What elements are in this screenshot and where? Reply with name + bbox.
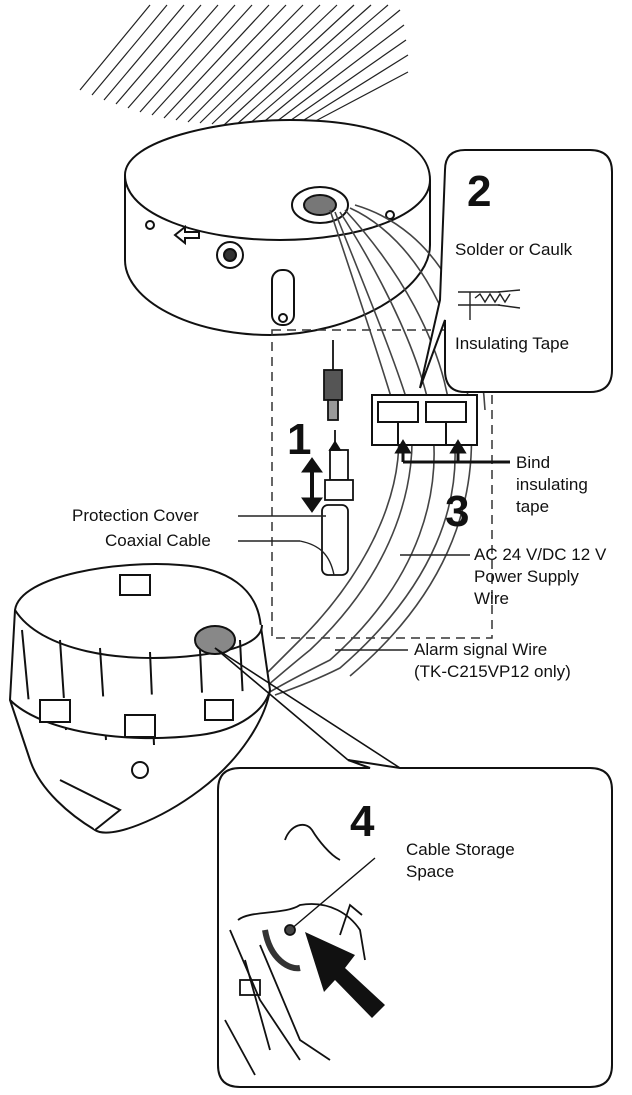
bind-label-line1: Bind <box>516 453 551 472</box>
ceiling-hatch <box>79 4 409 126</box>
bind-label-line3: tape <box>516 497 550 516</box>
leader-lines <box>238 515 470 651</box>
ceiling-mount-base <box>124 118 431 337</box>
bind-label-line2: insulating <box>516 475 588 494</box>
double-arrow <box>301 457 323 513</box>
storage-callout-box <box>217 759 613 1088</box>
cable-storage-label-line2: Space <box>406 862 455 881</box>
solder-joint-illustration <box>458 289 521 320</box>
alarm-wire-label-line2: (TK-C215VP12 only) <box>414 662 571 681</box>
camera-body <box>8 563 272 834</box>
coaxial-cable-label: Coaxial Cable <box>105 531 211 550</box>
solder-callout-box <box>419 149 613 393</box>
insulating-tape-label: Insulating Tape <box>455 334 570 353</box>
step-number-1: 1 <box>287 415 312 464</box>
protection-cover-label: Protection Cover <box>72 506 199 525</box>
zoom-lines <box>214 647 401 769</box>
power-supply-label-line1: AC 24 V/DC 12 V <box>474 545 607 564</box>
power-supply-label-line2: Power Supply <box>474 567 579 586</box>
cable-storage-label-line1: Cable Storage <box>406 840 515 859</box>
wire-junction-block <box>371 394 478 446</box>
step-number-2: 2 <box>467 167 492 216</box>
step-number-3: 3 <box>445 487 470 536</box>
bind-pointer <box>394 439 510 464</box>
insert-arrow <box>305 932 385 1018</box>
storage-detail-illustration <box>224 823 376 1076</box>
alarm-wire-label-line1: Alarm signal Wire <box>414 640 548 659</box>
coaxial-connector <box>321 340 354 576</box>
power-supply-label-line3: Wire <box>474 589 509 608</box>
step-number-4: 4 <box>350 797 375 846</box>
solder-or-caulk-label: Solder or Caulk <box>455 240 573 259</box>
